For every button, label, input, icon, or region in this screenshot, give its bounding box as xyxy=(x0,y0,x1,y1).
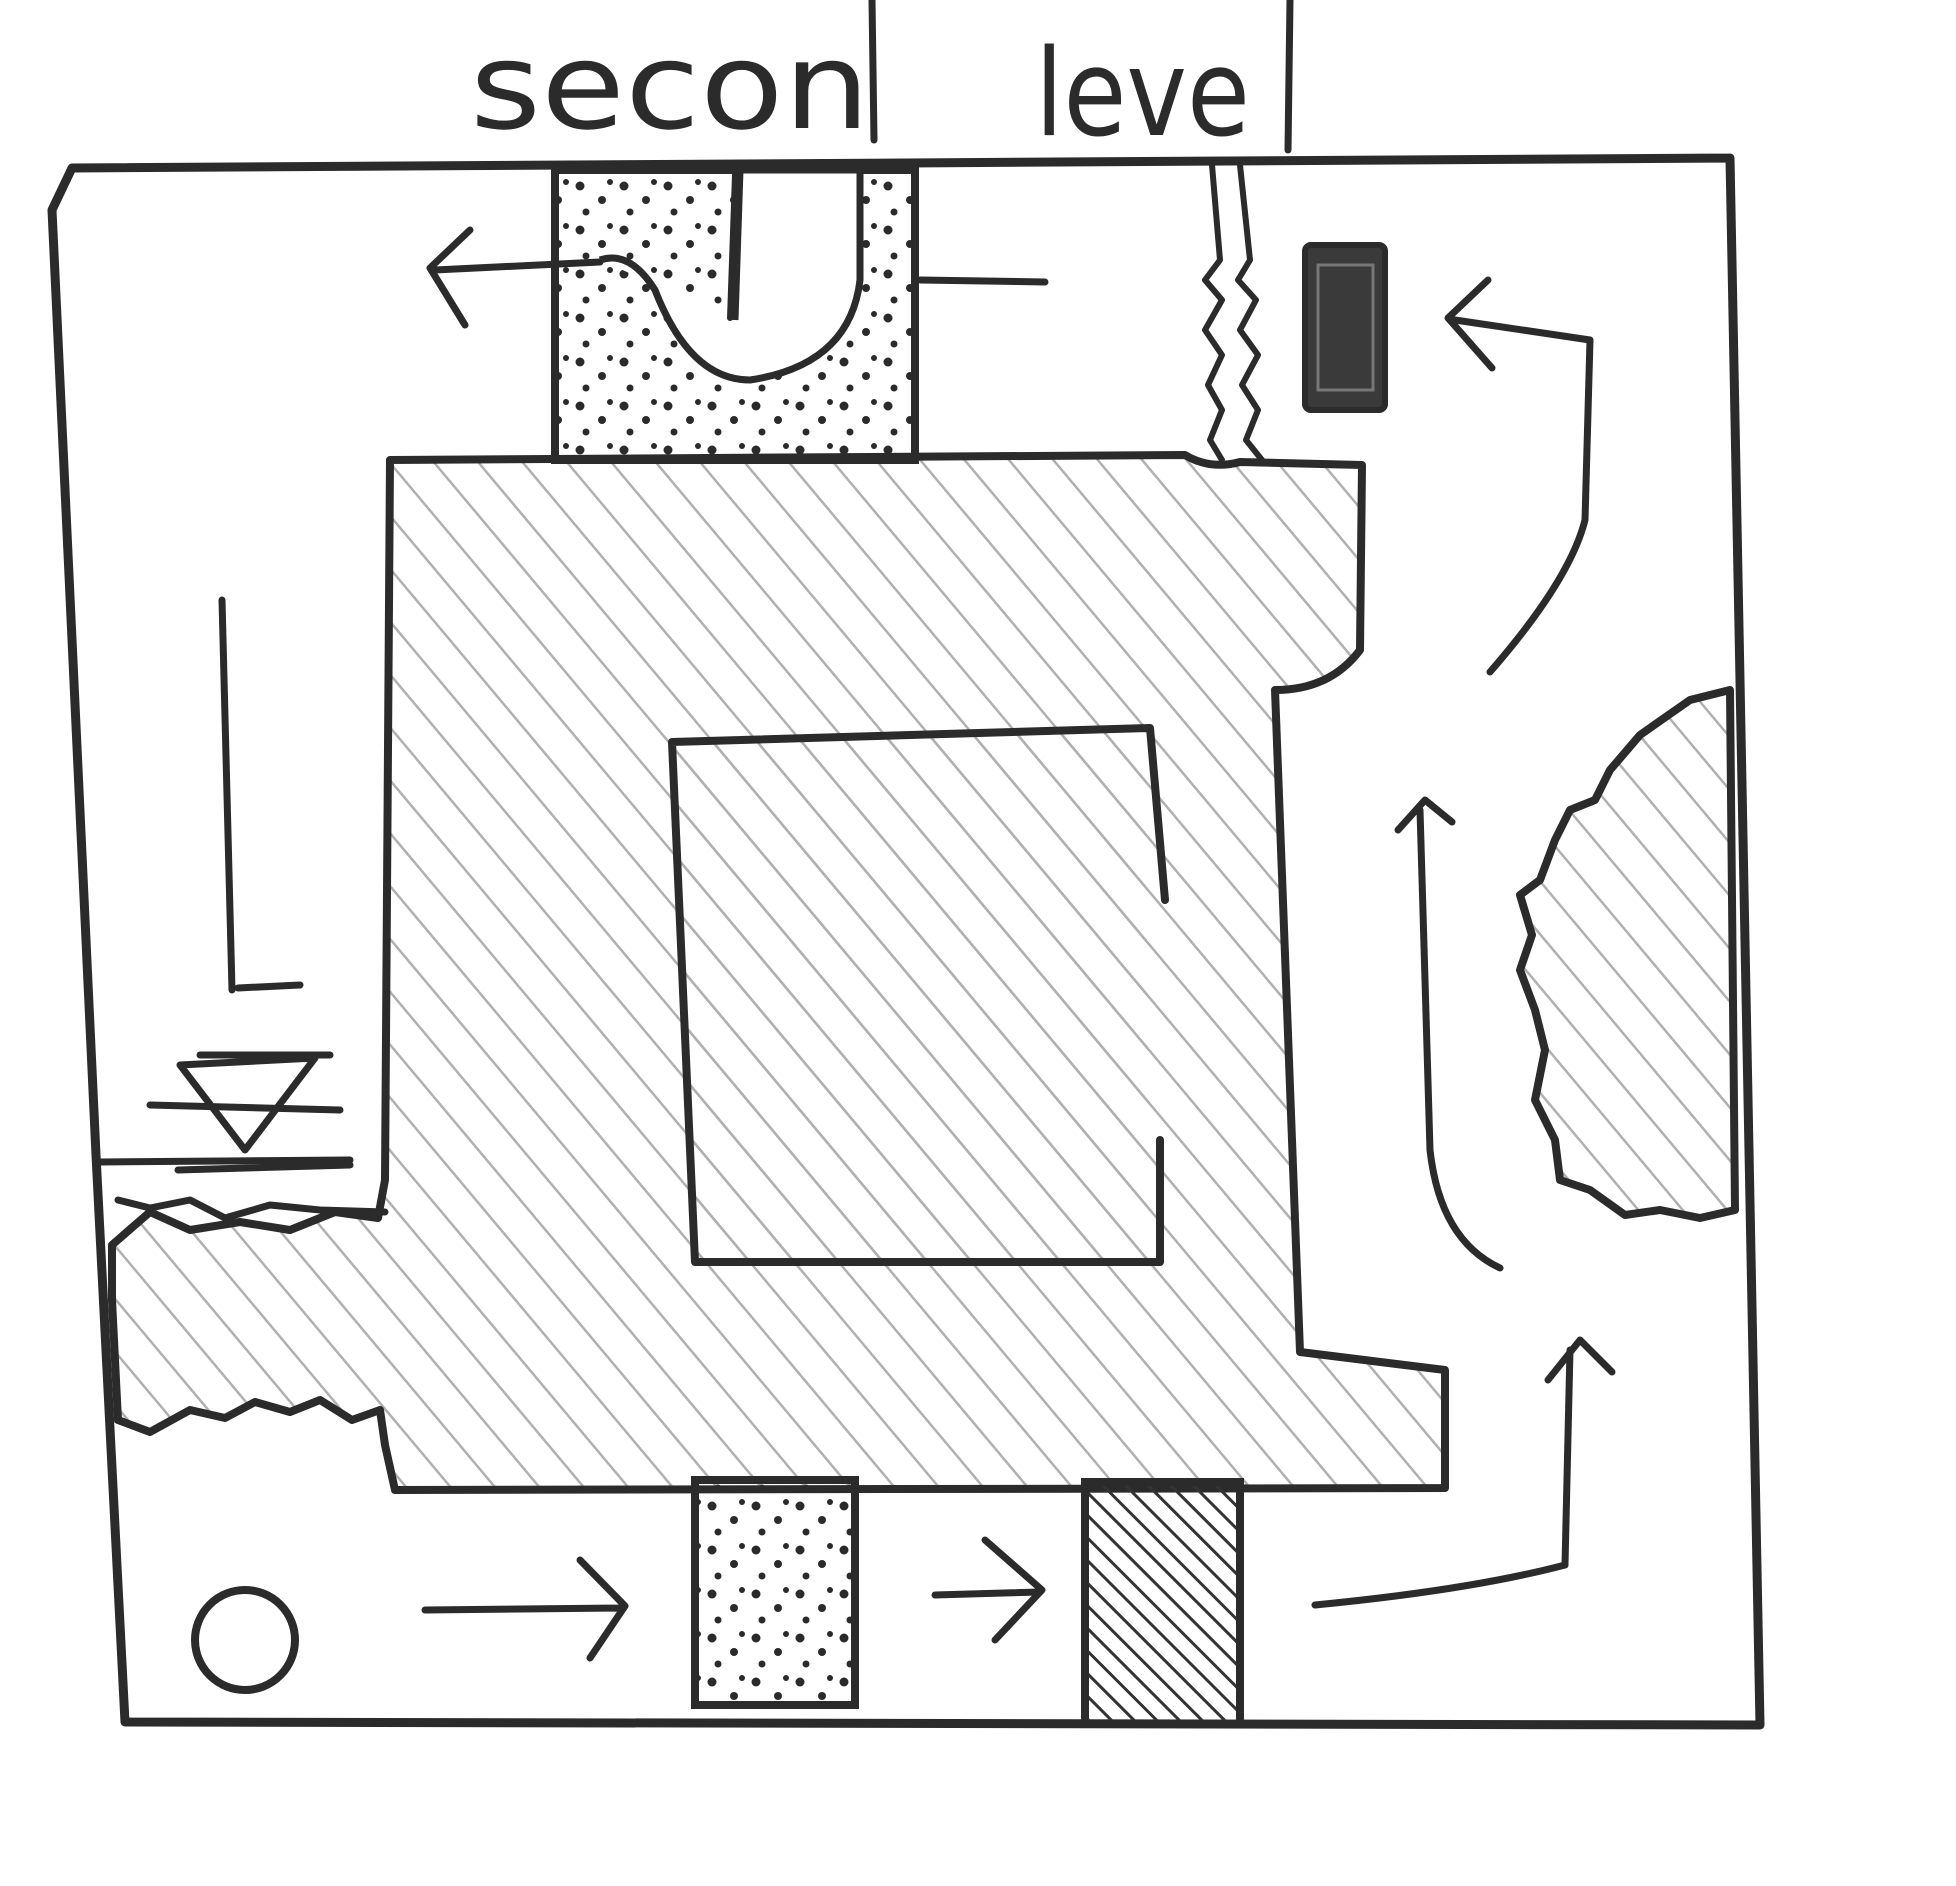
circle-icon xyxy=(195,1590,295,1690)
triangle-icon xyxy=(150,1055,350,1170)
level-label-part-2: leve xyxy=(1035,25,1250,164)
level-label-tabs: secon leve xyxy=(470,0,1290,164)
zigzag-rope-icon xyxy=(1205,165,1262,460)
hatched-block-icon xyxy=(1085,1482,1240,1724)
dotted-block-icon xyxy=(695,1480,855,1705)
right-rock-mass xyxy=(1520,690,1735,1218)
inner-chamber-fill xyxy=(672,725,1150,1262)
level-label-part-1: secon xyxy=(470,18,870,157)
arrow-icon xyxy=(222,600,300,990)
